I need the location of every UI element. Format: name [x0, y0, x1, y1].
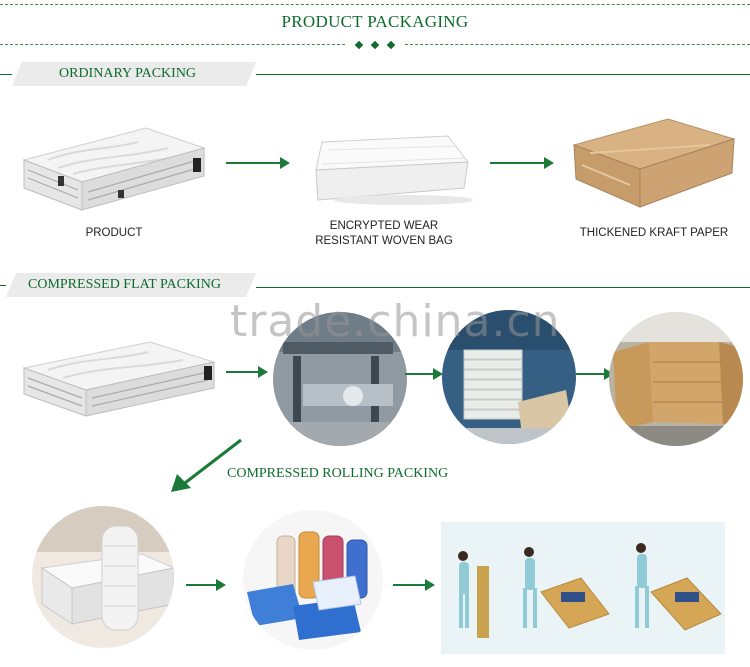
section-rule — [0, 74, 12, 75]
caption-line: RESISTANT WOVEN BAG — [315, 235, 453, 247]
right-arrow-icon — [186, 579, 226, 591]
diamond-ornament — [354, 40, 364, 50]
rolled-mattress-image — [32, 506, 174, 648]
right-arrow-icon — [226, 366, 268, 378]
right-arrow-icon — [393, 579, 435, 591]
step-caption: ENCRYPTED WEAR RESISTANT WOVEN BAG — [300, 219, 468, 249]
watermark: trade.china.cn — [230, 296, 561, 347]
mattress-image — [22, 341, 216, 417]
kraft-paper-image — [572, 118, 736, 208]
page-title: PRODUCT PACKAGING — [281, 12, 469, 31]
section-label: ORDINARY PACKING — [59, 66, 197, 81]
section-label-rolling: COMPRESSED ROLLING PACKING — [227, 466, 449, 481]
section-rule — [256, 287, 750, 288]
mattress-image — [22, 127, 206, 211]
right-arrow-icon — [490, 157, 554, 169]
section-banner-flat: COMPRESSED FLAT PACKING — [6, 273, 256, 297]
section-label: COMPRESSED FLAT PACKING — [28, 277, 221, 292]
title-divider-left — [0, 44, 345, 45]
right-arrow-icon — [226, 157, 290, 169]
top-dashed-rule — [0, 4, 750, 5]
woven-bag-image — [315, 135, 473, 205]
section-rule — [256, 74, 750, 75]
section-banner-ordinary: ORDINARY PACKING — [12, 62, 256, 86]
right-arrow-icon — [405, 368, 443, 380]
rolled-boxes-image — [243, 510, 383, 650]
title-divider-right — [405, 44, 750, 45]
delivery-demo-image — [441, 522, 725, 654]
diamond-ornament — [386, 40, 396, 50]
diagonal-arrow-icon — [171, 438, 242, 492]
step-caption: PRODUCT — [85, 227, 143, 239]
section-rule — [0, 285, 6, 286]
right-arrow-icon — [576, 368, 614, 380]
step-caption: THICKENED KRAFT PAPER — [579, 227, 729, 239]
caption-line: ENCRYPTED WEAR — [329, 220, 439, 232]
compression-machine-image — [273, 312, 407, 446]
diamond-ornament — [370, 40, 380, 50]
warehouse-stack-image — [609, 312, 743, 446]
